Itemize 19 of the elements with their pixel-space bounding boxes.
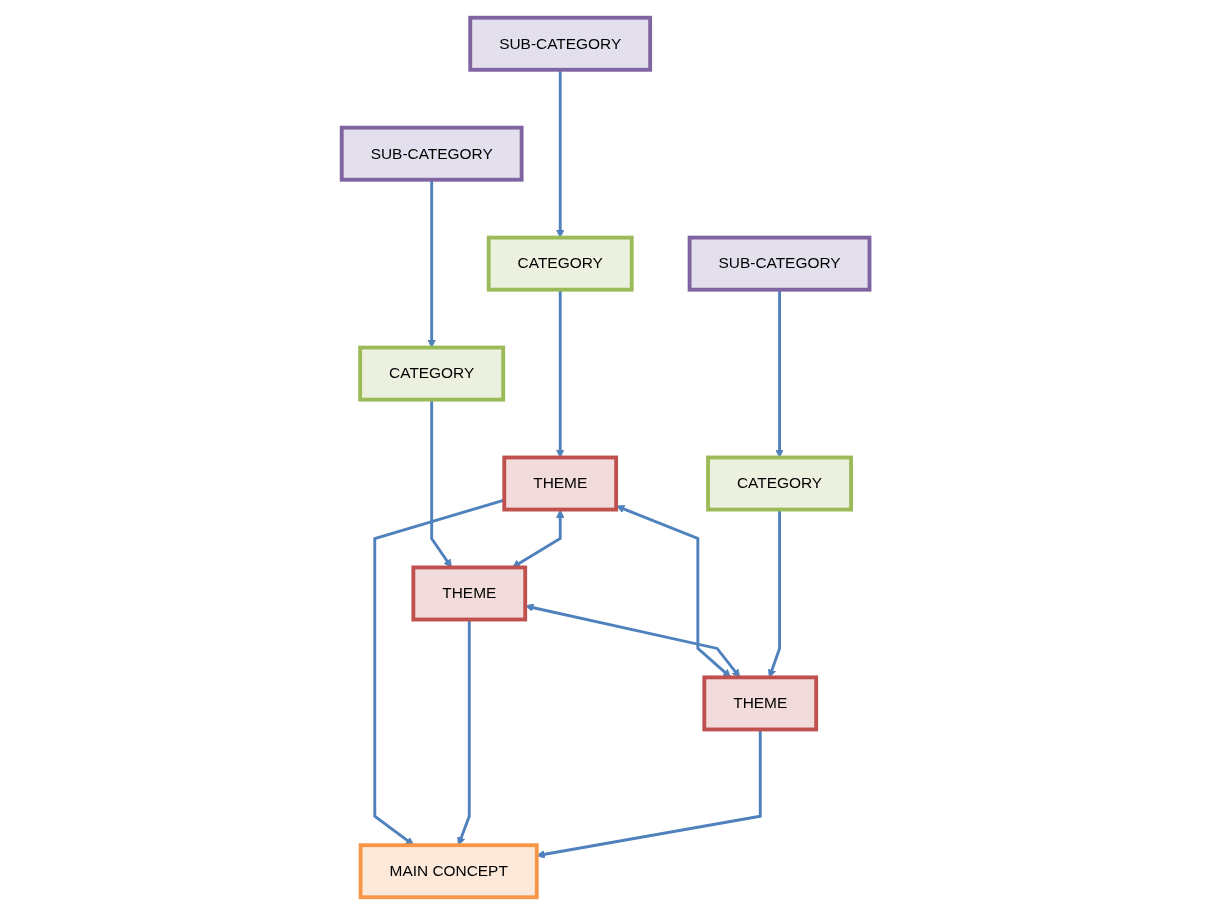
arrow: [430, 399, 452, 568]
arrow: [616, 504, 731, 678]
node-box: THEME: [502, 455, 618, 512]
arrow: [457, 619, 471, 846]
arrow: [555, 289, 565, 458]
arrow: [511, 509, 565, 568]
node-box: SUB-CATEGORY: [339, 125, 524, 182]
node-box: CATEGORY: [358, 345, 505, 402]
node-box: SUB-CATEGORY: [687, 235, 872, 292]
arrow: [775, 289, 784, 458]
node-box: THEME: [702, 675, 818, 732]
node-box: CATEGORY: [706, 455, 853, 512]
node-box: CATEGORY: [486, 235, 634, 292]
node-box: THEME: [411, 565, 528, 622]
arrow: [767, 509, 781, 678]
arrow: [555, 69, 565, 238]
node-box: MAIN CONCEPT: [358, 843, 539, 900]
node-box: SUB-CATEGORY: [468, 15, 652, 72]
arrow: [427, 179, 436, 348]
